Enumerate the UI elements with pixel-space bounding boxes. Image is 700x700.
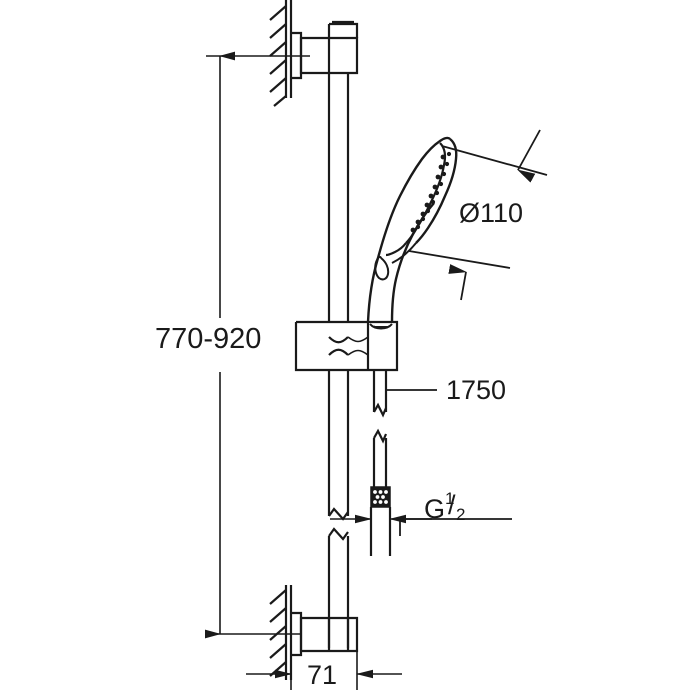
dimension-diameter — [408, 129, 548, 301]
thread-slash: / — [448, 490, 456, 520]
dimension-label-diameter: Ø110 — [459, 198, 524, 228]
vertical-rail — [327, 73, 350, 648]
thread-denominator: 2 — [456, 505, 466, 524]
dimension-height — [205, 51, 310, 639]
top-wall-surface — [269, 0, 293, 107]
thread-prefix: G — [424, 493, 446, 524]
thread-fraction: 1 2 — [445, 490, 465, 527]
dimension-label-depth: 71 — [307, 660, 338, 690]
hand-shower-head — [366, 136, 458, 323]
bottom-wall-bracket — [269, 585, 359, 680]
sliding-holder — [294, 320, 399, 372]
dimension-label-hose-length: 1750 — [446, 375, 507, 405]
flexible-hose — [369, 370, 392, 556]
dimension-depth — [246, 651, 402, 690]
thread-numerator: 1 — [445, 489, 455, 508]
top-wall-bracket — [291, 20, 359, 80]
dimension-label-thread: G 1 2 / — [424, 490, 465, 527]
dimension-hose-length — [385, 382, 437, 398]
dimension-label-height: 770-920 — [155, 323, 262, 355]
